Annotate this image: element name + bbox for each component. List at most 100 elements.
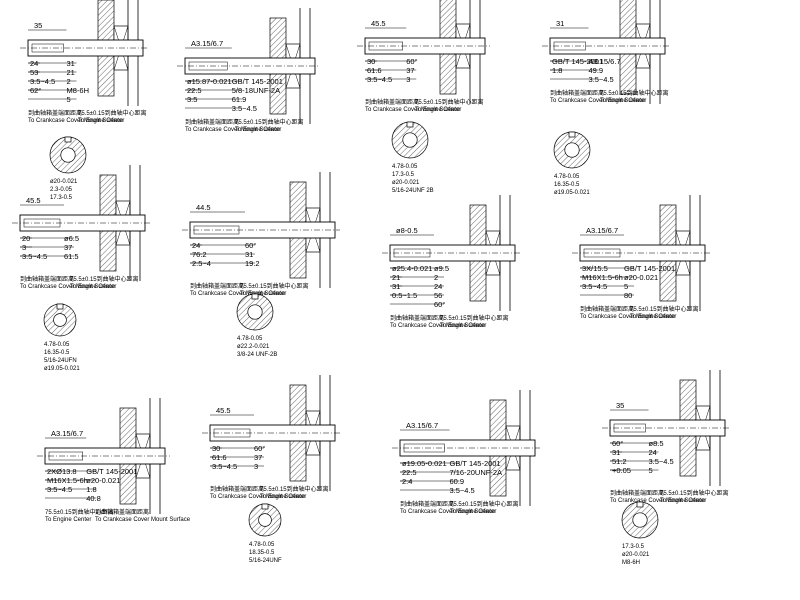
- dimension-label: 3: [406, 75, 410, 84]
- dimension-label: 24: [649, 448, 657, 457]
- dimension-label: 51.2: [612, 457, 627, 466]
- dimension-label: 20: [22, 234, 30, 243]
- dimension-label: 7/16-20UNF-2A: [450, 468, 503, 477]
- dimension-label: 19.2: [245, 259, 260, 268]
- dimension-label: ø20-0.021: [624, 273, 658, 282]
- dimension-label: 2XØ13.8: [47, 467, 77, 476]
- dimension-label: 61.9: [232, 95, 247, 104]
- dimension-label: A3.15/6.7: [191, 39, 223, 48]
- dimension-label: 61.6: [367, 66, 382, 75]
- note-label: 75.5±0.15到曲轴中心距离: [600, 89, 669, 97]
- dimension-label: GB/T 145-2001: [86, 467, 137, 476]
- dimension-label: 21: [67, 68, 75, 77]
- note-label: To Engine Center: [78, 118, 124, 124]
- dimension-label: 40.8: [86, 494, 101, 503]
- dimension-label: 45.5: [216, 406, 231, 415]
- keyway: [403, 443, 445, 453]
- dimension-label: 60°: [254, 444, 265, 453]
- section-label: 4.78-0.05: [237, 336, 263, 342]
- dimension-label: M16X1.5-6h: [582, 273, 623, 282]
- dimension-label: ø9.5: [434, 264, 449, 273]
- note-label: To Crankcase Cover Mount Surface: [365, 107, 461, 113]
- section-label: 17.3-0.5: [50, 195, 73, 201]
- note-label: 75.5±0.15到曲轴中心距离: [70, 275, 139, 283]
- dimension-label: 31: [245, 250, 253, 259]
- dimension-label: 61.6: [212, 453, 227, 462]
- note-label: To Crankcase Cover Mount Surface: [185, 127, 281, 133]
- dimension-label: 3.5~4.5: [212, 462, 237, 471]
- dimension-label: 31: [67, 59, 75, 68]
- dimension-label: 2.4: [402, 477, 412, 486]
- note-label: To Crankcase Cover Mount Surface: [400, 509, 496, 515]
- dimension-label: 44.5: [196, 203, 211, 212]
- keyway: [553, 41, 586, 51]
- dimension-label: ø15.87-0.021: [187, 77, 232, 86]
- dimension-label: 3: [254, 462, 258, 471]
- dimension-label: 60°: [434, 300, 445, 309]
- section-label: 3/8-24 UNF-2B: [237, 352, 277, 358]
- dimension-label: 45.5: [371, 19, 386, 28]
- section-label: 4.78-0.05: [392, 164, 418, 170]
- note-label: 75.5±0.15到曲轴中心距离: [440, 314, 509, 322]
- drawing-d9: A3.15/6.7GB/T 145-20012XØ13.8ø20-0.021M1…: [37, 398, 191, 523]
- keyway: [393, 248, 431, 258]
- note-label: 75.5±0.15到曲轴中心距离: [660, 489, 729, 497]
- note-label: To Engine Center: [660, 498, 706, 504]
- dimension-label: ø25.4-0.021: [392, 264, 432, 273]
- dimension-label: 3.5~4.5: [47, 485, 72, 494]
- keyway: [613, 423, 646, 433]
- section-label: ø20-0.021: [50, 179, 78, 185]
- note-label: 到曲轴箱盖端面距离: [20, 275, 74, 283]
- section-label: ø20-0.021: [392, 180, 420, 186]
- dimension-label: A3.15/6.7: [51, 429, 83, 438]
- section-label: 17.3-0.5: [622, 544, 645, 550]
- drawing-d7: ø8-0.5ø9.5ø25.4-0.0212212431560.5~1.560°…: [382, 195, 520, 329]
- dimension-label: ø8.5: [649, 439, 664, 448]
- dimension-label: 61.5: [64, 252, 79, 261]
- dimension-label: 5: [649, 466, 653, 475]
- note-label: To Engine Center: [600, 98, 646, 104]
- dimension-label: 37: [64, 243, 72, 252]
- note-label: To Engine Center: [415, 107, 461, 113]
- dimension-label: 24: [30, 59, 38, 68]
- note-label: 到曲轴箱盖端面距离: [550, 89, 604, 97]
- drawing-d2: A3.15/6.7GB/T 145-2001ø15.87-0.0215/8-18…: [177, 8, 320, 133]
- dimension-label: GB/T 145-2001: [450, 459, 501, 468]
- keyway: [31, 43, 64, 53]
- dimension-label: 37: [406, 66, 414, 75]
- note-label: To Crankcase Cover Mount Surface: [95, 517, 191, 523]
- section-label: 4.78-0.05: [554, 174, 580, 180]
- dimension-label: 31: [612, 448, 620, 457]
- note-label: 到曲轴箱盖端面距离: [95, 508, 149, 516]
- drawing-d11: A3.15/6.7GB/T 145-2001ø19.05-0.0217/16-2…: [392, 390, 540, 515]
- section-label: 18.35-0.5: [249, 550, 275, 556]
- dimension-label: +0.05: [612, 466, 631, 475]
- dimension-label: 35: [34, 21, 42, 30]
- note-label: 75.5±0.15到曲轴中心距离: [45, 508, 114, 516]
- drawing-d8: A3.15/6.7GB/T 145-20013X/15.5ø20-0.021M1…: [572, 195, 710, 320]
- section-label: 5/16-24UNF 2B: [392, 188, 434, 194]
- dimension-label: 60°: [406, 57, 417, 66]
- note-label: 75.5±0.15到曲轴中心距离: [240, 282, 309, 290]
- dimension-label: 0.5~1.5: [392, 291, 417, 300]
- dimension-label: 3.5: [187, 95, 197, 104]
- section-label: ø19.05-0.021: [44, 366, 80, 372]
- note-label: 75.5±0.15到曲轴中心距离: [450, 500, 519, 508]
- dimension-label: 3.5~4.5: [649, 457, 674, 466]
- dimension-label: 60.9: [450, 477, 465, 486]
- dimension-label: 56: [434, 291, 442, 300]
- dimension-label: 5/8-18UNF-2A: [232, 86, 280, 95]
- note-label: To Engine Center: [240, 291, 286, 297]
- dimension-label: 24: [192, 241, 200, 250]
- dimension-label: A3.15/6.7: [589, 57, 621, 66]
- dimension-label: GB/T 145-2001: [232, 77, 283, 86]
- note-label: 到曲轴箱盖端面距离: [185, 118, 239, 126]
- dimension-label: A3.15/6.7: [406, 421, 438, 430]
- dimension-label: 53: [30, 68, 38, 77]
- dimension-label: 2: [67, 77, 71, 86]
- note-label: 到曲轴箱盖端面距离: [190, 282, 244, 290]
